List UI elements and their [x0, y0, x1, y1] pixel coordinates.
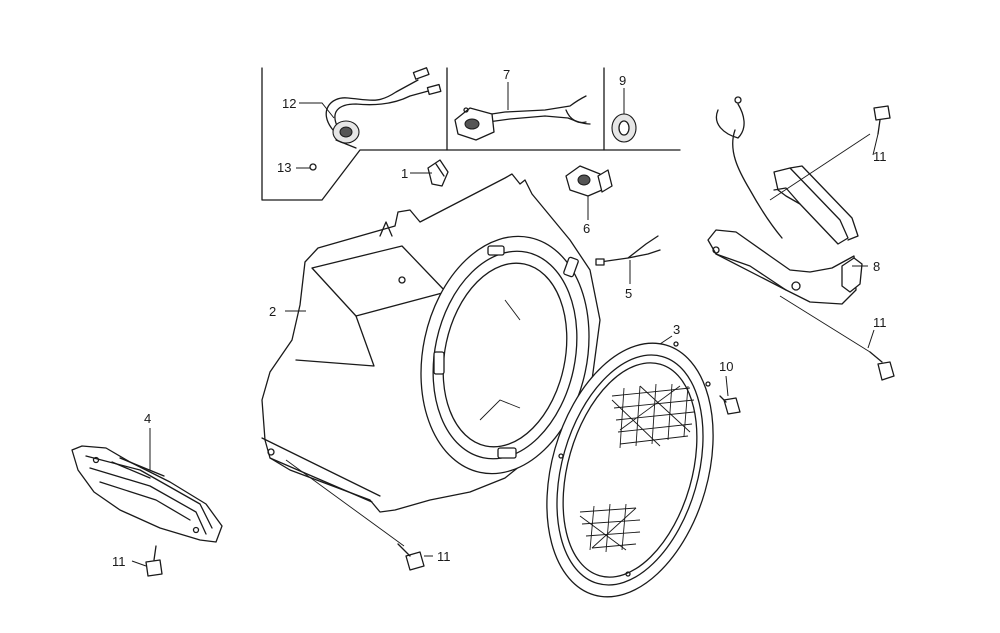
bolt-part-11-center [397, 543, 425, 571]
callout-12: 12 [282, 96, 296, 111]
leader-lines [131, 82, 879, 567]
callout-8: 8 [873, 259, 880, 274]
part-4-cover-plate [71, 445, 223, 543]
callout-11-top: 11 [873, 149, 887, 164]
part-6-sensor [565, 165, 613, 197]
callout-10: 10 [719, 359, 733, 374]
callout-11-right: 11 [873, 315, 887, 330]
callout-2: 2 [269, 304, 276, 319]
callout-11-center: 11 [437, 549, 451, 564]
inset-frame [261, 67, 681, 201]
part-13-screw [309, 163, 317, 171]
bolt-part-11-top [873, 105, 891, 135]
bolt-part-10 [719, 395, 741, 415]
part-7-sensor-harness [454, 95, 591, 141]
callout-9: 9 [619, 73, 626, 88]
part-8-bracket [707, 96, 863, 305]
callout-4: 4 [144, 411, 151, 426]
callout-11-left: 11 [112, 554, 126, 569]
callout-5: 5 [625, 286, 632, 301]
bolt-part-11-left [145, 545, 163, 577]
part-3-screen-grille [546, 341, 714, 598]
part-5-wire [595, 235, 661, 266]
callout-1: 1 [401, 166, 408, 181]
callout-3: 3 [673, 322, 680, 337]
callout-6: 6 [583, 221, 590, 236]
bolt-part-11-right [869, 351, 895, 381]
part-12-sensor-harness [325, 67, 442, 149]
callout-13: 13 [277, 160, 291, 175]
part-1-clip [427, 159, 449, 187]
part-2-fan-cover [261, 173, 601, 513]
part-9-grommet [611, 113, 637, 143]
callout-labels: 12 13 7 9 1 6 5 2 3 4 10 8 11 11 11 11 [112, 67, 887, 569]
callout-7: 7 [503, 67, 510, 82]
